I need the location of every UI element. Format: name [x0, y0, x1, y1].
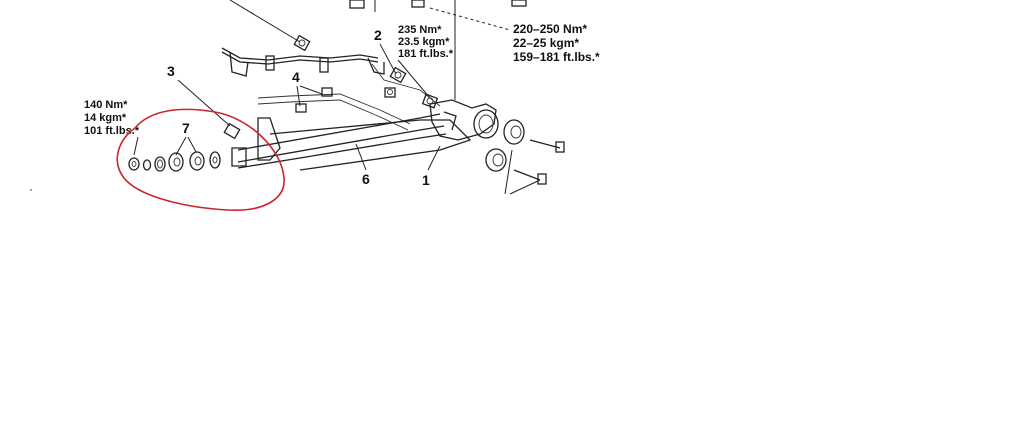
- washer-small: [142, 159, 152, 171]
- leader-bushing-b: [509, 179, 541, 195]
- leader-middle-torque: [397, 59, 431, 99]
- arm-edge-top: [237, 113, 441, 151]
- exploded-hardware: [128, 151, 221, 172]
- brake-line-upper-2: [221, 51, 379, 65]
- leader-left-torque: [133, 136, 139, 156]
- leader-1: [427, 145, 441, 171]
- callout-1: 1: [422, 172, 430, 188]
- bushing-lower-inner: [492, 153, 504, 167]
- leader-3: [177, 79, 231, 127]
- brake-line-assembly: [221, 47, 441, 131]
- bolt-lower-shank: [513, 169, 541, 181]
- washer-large: [209, 151, 221, 169]
- fasteners: [223, 34, 439, 140]
- leader-7a: [175, 136, 187, 156]
- torque-middle-kgm: 23.5 kgm*: [398, 36, 450, 48]
- bolt-2: [389, 66, 407, 84]
- hose-a: [371, 63, 441, 107]
- carrier-body: [429, 99, 497, 141]
- arm-end-bracket: [257, 117, 281, 161]
- bolt-4-b: [321, 87, 333, 97]
- bolt-3: [223, 122, 241, 140]
- bolt-top-left: [293, 34, 311, 52]
- brake-line-upper: [221, 47, 379, 61]
- hose-c: [257, 99, 409, 131]
- torque-left-ftlbs: 101 ft.lbs.*: [84, 125, 140, 137]
- bolt-lower-head: [537, 173, 547, 185]
- top-hardware: [349, 0, 527, 9]
- bracket-left: [229, 51, 249, 77]
- bolt-4-a: [295, 103, 307, 113]
- leader-bushing-a: [504, 149, 513, 195]
- bolt-upper-head: [555, 141, 565, 153]
- callout-3: 3: [167, 63, 175, 79]
- bushing-lower-outer: [485, 148, 507, 172]
- arm-edge-bottom: [237, 133, 447, 169]
- carrier-mount: [443, 111, 457, 131]
- torque-spec-left: 140 Nm* 14 kgm* 101 ft.lbs.*: [84, 99, 140, 137]
- leader-4b: [299, 85, 323, 95]
- bushing-upper-inner: [510, 125, 522, 139]
- trailing-arm: [231, 113, 472, 171]
- washer-nut-left: [128, 157, 140, 171]
- leader-top-left: [229, 0, 301, 43]
- arm-body: [269, 119, 472, 171]
- leader-top-right-dashed: [429, 7, 511, 31]
- leader-7b: [187, 136, 197, 153]
- carrier-eye: [473, 109, 499, 139]
- hose-b: [257, 93, 411, 125]
- torque-top-right-nm: 220–250 Nm*: [513, 22, 587, 36]
- torque-spec-top-right: 220–250 Nm* 22–25 kgm* 159–181 ft.lbs.*: [513, 22, 600, 64]
- top-right-part: [511, 0, 527, 7]
- nut-right-a: [384, 87, 396, 98]
- torque-spec-middle: 235 Nm* 23.5 kgm* 181 ft.lbs.*: [398, 24, 454, 60]
- highlight-circle: [116, 108, 285, 211]
- leader-lines: [133, 0, 541, 195]
- bushing-lower: [485, 148, 547, 185]
- top-nut: [411, 0, 425, 8]
- torque-top-right-ftlbs: 159–181 ft.lbs.*: [513, 50, 600, 64]
- clip-a: [265, 55, 275, 71]
- torque-left-kgm: 14 kgm*: [84, 112, 127, 124]
- bushing-upper-outer: [503, 119, 525, 145]
- leader-2: [379, 43, 397, 75]
- arm-end-left: [231, 147, 247, 167]
- top-bolt-head: [349, 0, 365, 9]
- rubber-bushing-a: [168, 152, 184, 172]
- callout-6: 6: [362, 171, 370, 187]
- callout-7: 7: [182, 120, 190, 136]
- torque-top-right-kgm: 22–25 kgm*: [513, 36, 579, 50]
- washer-medium: [154, 156, 166, 172]
- torque-middle-ftlbs: 181 ft.lbs.*: [398, 48, 454, 60]
- callout-2: 2: [374, 27, 382, 43]
- arm-edge-mid: [237, 125, 445, 163]
- bushing-upper: [503, 119, 565, 153]
- clip-b: [319, 57, 329, 73]
- torque-middle-nm: 235 Nm*: [398, 24, 442, 36]
- callout-4: 4: [292, 69, 300, 85]
- axle-carrier: [429, 99, 499, 141]
- rubber-bushing-b: [189, 151, 205, 171]
- torque-left-nm: 140 Nm*: [84, 99, 128, 111]
- carrier-eye-inner: [478, 114, 494, 134]
- bolt-upper-shank: [529, 139, 561, 149]
